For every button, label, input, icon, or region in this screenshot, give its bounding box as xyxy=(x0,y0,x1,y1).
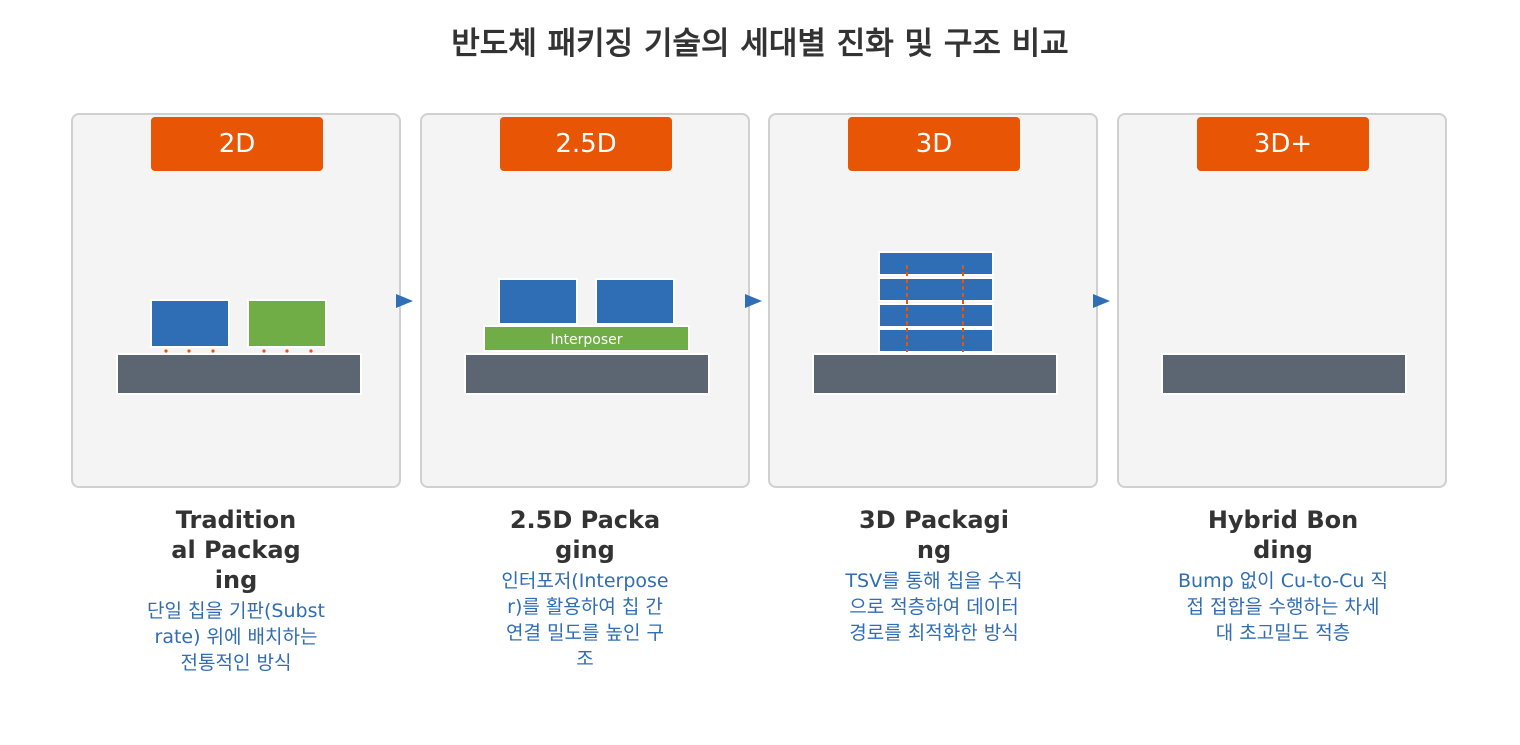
stage-caption-2-5d: 2.5D Packaging 인터포저(Interposer)를 활용하여 칩 … xyxy=(475,505,695,672)
chip-blue xyxy=(498,278,578,325)
solder-bump xyxy=(211,349,215,353)
diagram-3d-plus xyxy=(1161,353,1407,395)
stage-panel-3d: 3D xyxy=(768,113,1098,488)
stage-badge-2d: 2D xyxy=(151,117,323,171)
stage-description: TSV를 통해 칩을 수직으로 적층하여 데이터 경로를 최적화한 방식 xyxy=(845,570,1023,644)
interposer xyxy=(483,325,690,352)
chip-blue xyxy=(150,299,230,348)
solder-bump xyxy=(187,349,191,353)
solder-bump xyxy=(285,349,289,353)
arrow-right-icon xyxy=(745,294,762,308)
stage-badge-2-5d: 2.5D xyxy=(500,117,672,171)
page-title: 반도체 패키징 기술의 세대별 진화 및 구조 비교 xyxy=(451,26,1069,62)
substrate xyxy=(812,353,1058,395)
solder-bump xyxy=(164,349,168,353)
stacked-die xyxy=(878,328,994,353)
solder-bump xyxy=(309,349,313,353)
arrow-right-icon xyxy=(396,294,413,308)
diagram-2-5d: Interposer xyxy=(464,278,710,395)
stage-description: Bump 없이 Cu-to-Cu 직접 접합을 수행하는 차세대 초고밀도 적층 xyxy=(1178,570,1388,644)
stage-badge-3d-plus: 3D+ xyxy=(1197,117,1369,171)
substrate xyxy=(1161,353,1407,395)
substrate xyxy=(464,353,710,395)
stage-name: Traditional Packaging xyxy=(171,506,301,594)
stage-name: 3D Packaging xyxy=(859,506,1009,564)
stage-name: 2.5D Packaging xyxy=(509,506,661,564)
stage-panel-2d: 2D xyxy=(71,113,401,488)
diagram-3d xyxy=(812,251,1058,395)
substrate xyxy=(116,353,362,395)
stacked-die xyxy=(878,277,994,302)
stage-caption-3d: 3D Packaging TSV를 통해 칩을 수직으로 적층하여 데이터 경로… xyxy=(824,505,1044,646)
chip-green xyxy=(247,299,327,348)
stacked-die xyxy=(878,251,994,276)
stage-badge-3d: 3D xyxy=(848,117,1020,171)
diagram-2d xyxy=(116,299,362,395)
stage-caption-3d-plus: Hybrid Bonding Bump 없이 Cu-to-Cu 직접 접합을 수… xyxy=(1173,505,1393,646)
stage-name: Hybrid Bonding xyxy=(1207,506,1359,564)
stacked-die xyxy=(878,303,994,328)
arrow-right-icon xyxy=(1093,294,1110,308)
chip-blue xyxy=(595,278,675,325)
solder-bump xyxy=(262,349,266,353)
stage-caption-2d: Traditional Packaging 단일 칩을 기판(Substrate… xyxy=(126,505,346,676)
stage-description: 단일 칩을 기판(Substrate) 위에 배치하는 전통적인 방식 xyxy=(147,600,325,674)
stage-panel-2-5d: 2.5D Interposer xyxy=(420,113,750,488)
stage-panel-3d-plus: 3D+ xyxy=(1117,113,1447,488)
stage-description: 인터포저(Interposer)를 활용하여 칩 간 연결 밀도를 높인 구조 xyxy=(501,570,669,670)
interposer-label: Interposer xyxy=(551,332,623,348)
